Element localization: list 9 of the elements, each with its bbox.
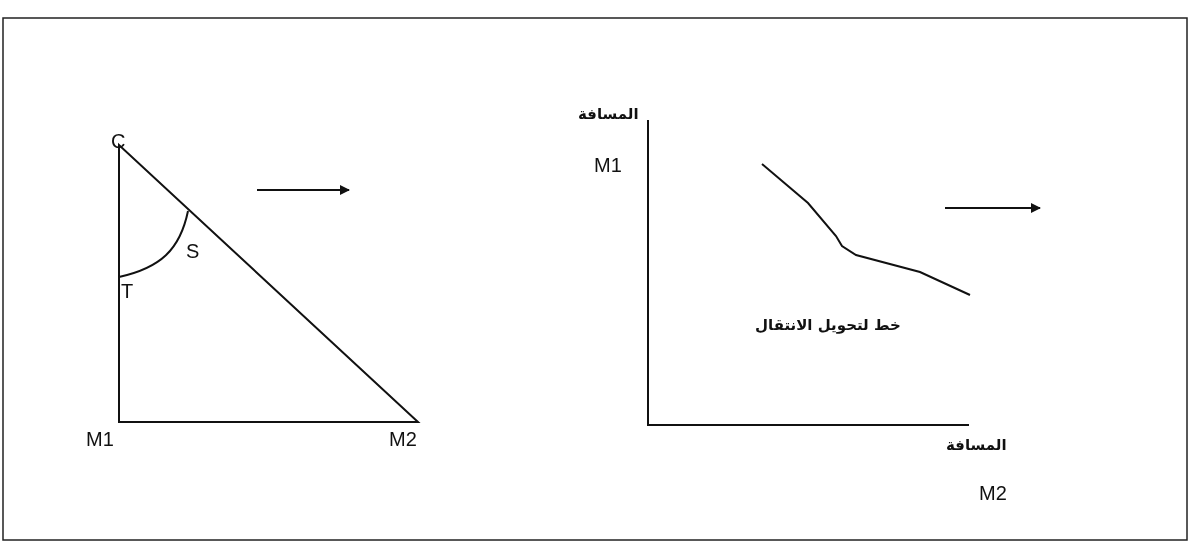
- point-label: S: [186, 240, 200, 262]
- point-label: T: [121, 280, 134, 302]
- axis-label: M1: [594, 154, 622, 176]
- axis-label: المسافة: [578, 104, 639, 125]
- vertex-label: M1: [86, 428, 114, 450]
- curve-label: خط لتحويل الانتقال: [755, 315, 901, 336]
- vertex-label: M2: [389, 428, 417, 450]
- axis-label: المسافة: [946, 435, 1007, 456]
- axis-label: M2: [979, 482, 1007, 504]
